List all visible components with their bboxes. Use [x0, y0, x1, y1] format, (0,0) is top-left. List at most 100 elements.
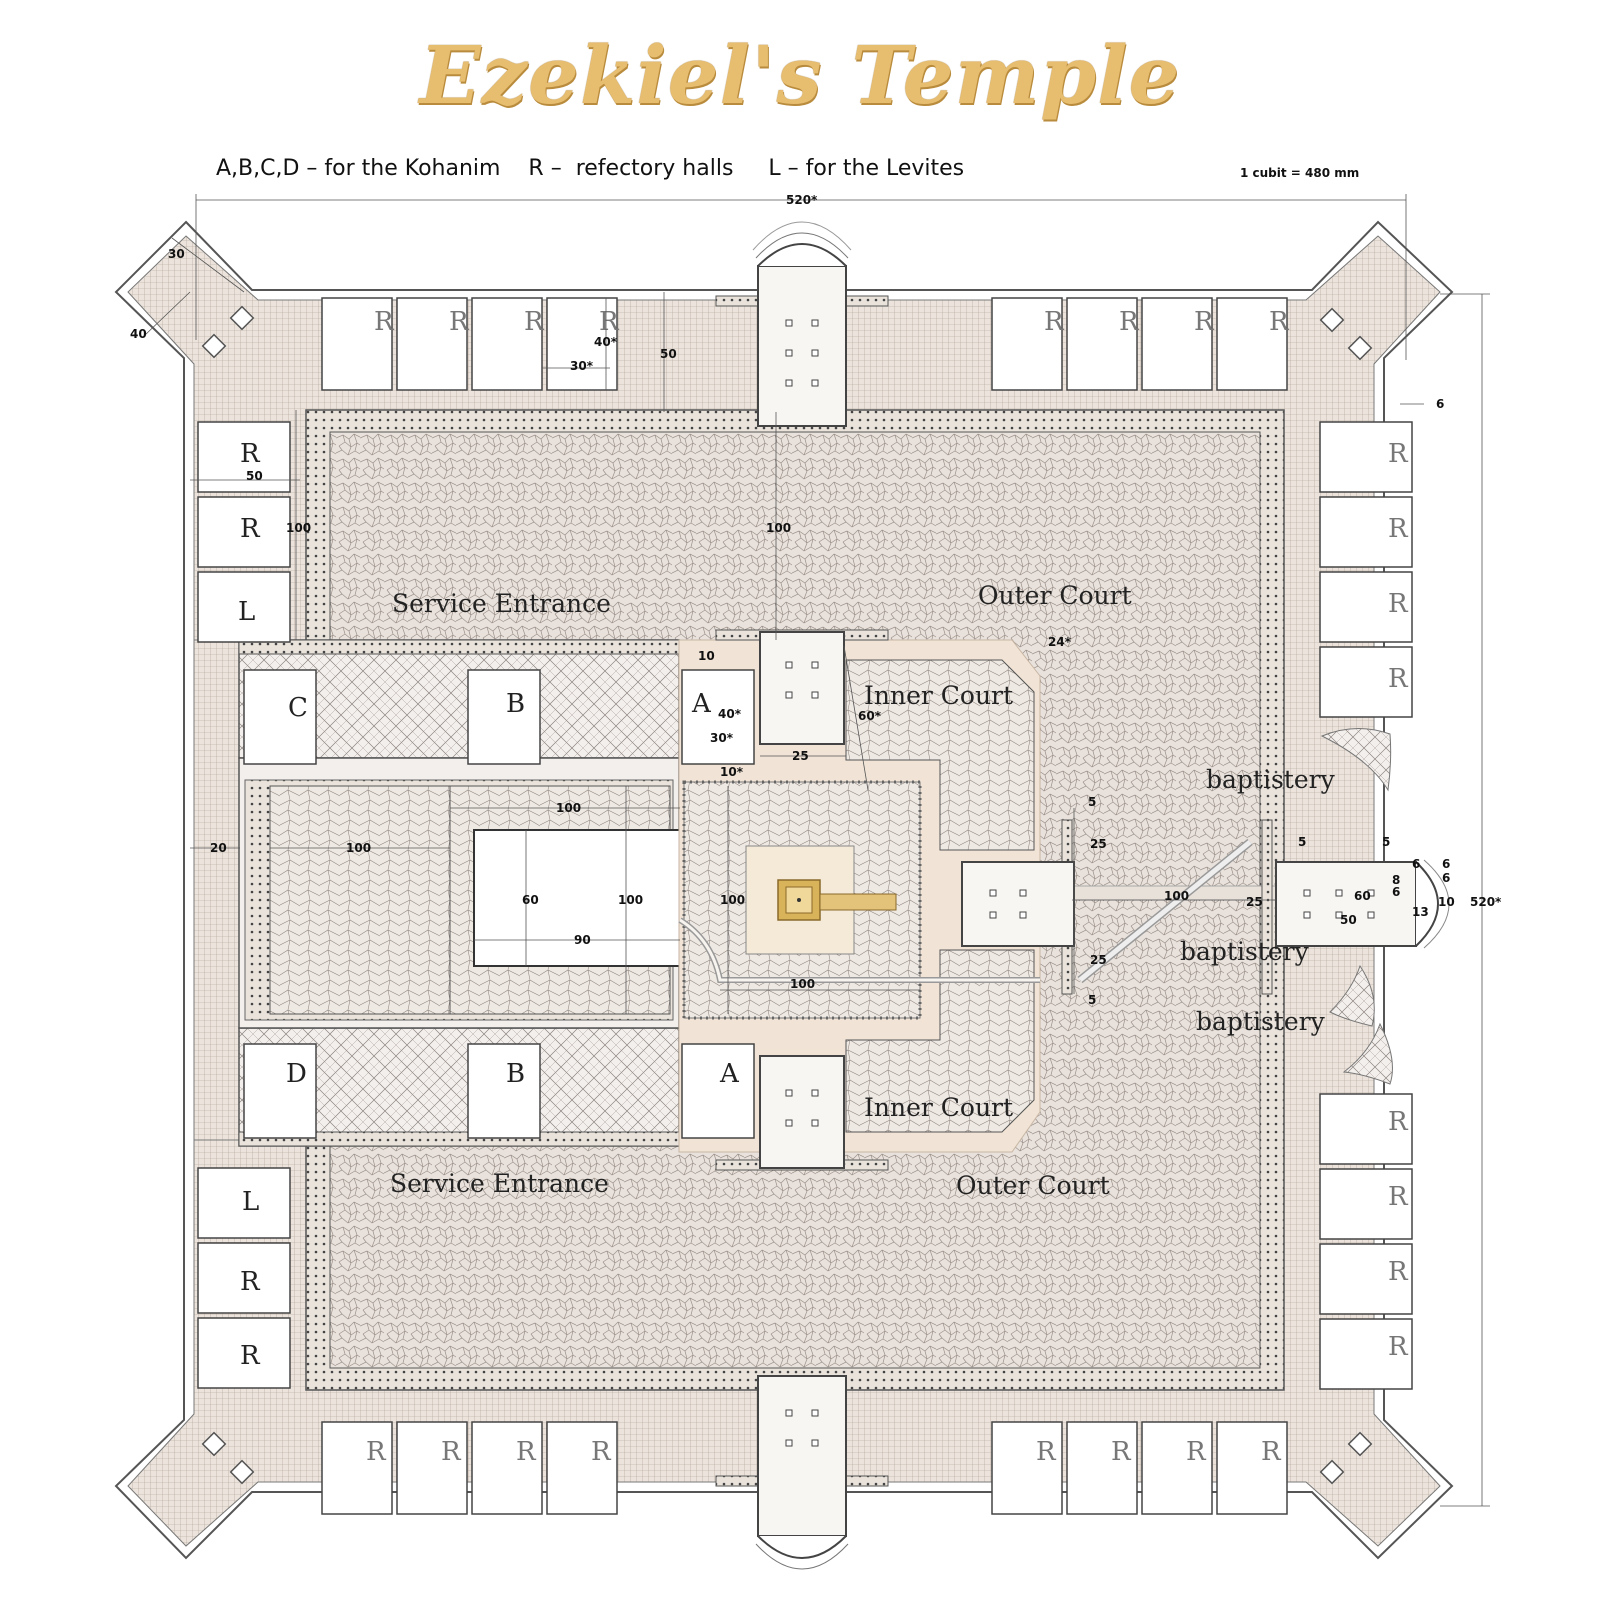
dim-label: 50 [1340, 913, 1357, 927]
room-label: R [1261, 1437, 1282, 1467]
dim-label: 25 [1246, 895, 1263, 909]
room-label: R [1186, 1437, 1207, 1467]
room-label: R [1388, 1182, 1409, 1212]
room-label: R [441, 1437, 462, 1467]
scale-note: 1 cubit = 480 mm [1240, 166, 1360, 180]
dim-label: 5 [1382, 835, 1390, 849]
room-label: R [1269, 307, 1290, 337]
room-label: R [1036, 1437, 1057, 1467]
altar-court-dotted-edge [682, 780, 922, 1020]
room-label: L [238, 597, 255, 627]
room-label: R [1194, 307, 1215, 337]
dim-label: 100 [556, 801, 581, 815]
room-label: R [516, 1437, 537, 1467]
room-label: R [240, 514, 261, 544]
upper-chamber-band [238, 639, 680, 655]
outer-court-label: Outer Court [956, 1171, 1110, 1200]
dim-label: 6 [1442, 871, 1450, 885]
room-label: R [1119, 307, 1140, 337]
room-label: R [1388, 1107, 1409, 1137]
dim-label: 5 [1088, 795, 1096, 809]
east-outer-gate [1261, 819, 1450, 995]
inner-court-label: Inner Court [864, 1093, 1013, 1122]
dim-label: 40* [594, 335, 618, 349]
dim-label: 60 [1354, 889, 1371, 903]
dim-label: 10 [1438, 895, 1455, 909]
dim-label: 100 [1164, 889, 1189, 903]
dim-label: 6 [1442, 857, 1450, 871]
room-label: R [449, 307, 470, 337]
dim-label: 8 [1392, 873, 1400, 887]
dim-label: 100 [766, 521, 791, 535]
dim-label: 6 [1436, 397, 1444, 411]
room-label: A [691, 689, 712, 719]
inner-court-south [845, 949, 1035, 1133]
dim-label: 30* [570, 359, 594, 373]
room-label: A [719, 1059, 740, 1089]
dim-label: 50 [660, 347, 677, 361]
baptistery-label: baptistery [1180, 937, 1310, 966]
room-labels: R R R R R R R R R R R R R R R R R R L L … [238, 307, 1409, 1467]
dim-label: 24* [1048, 635, 1072, 649]
south-inner-gate [715, 1055, 889, 1171]
refectory-halls [197, 297, 1413, 1515]
sanctuary-building [473, 829, 681, 967]
dim-label: 5 [1298, 835, 1306, 849]
holy-of-holies-court [269, 785, 451, 1015]
dim-label: 100 [618, 893, 643, 907]
dim-label: 25 [1090, 837, 1107, 851]
room-label: B [506, 1059, 525, 1089]
service-entrance-label: Service Entrance [390, 1169, 609, 1198]
baptistery-label: baptistery [1206, 765, 1336, 794]
dim-label: 100 [790, 977, 815, 991]
dim-label: 5 [1088, 993, 1096, 1007]
dim-label: 6 [1392, 885, 1400, 899]
tower-marks [201, 305, 1373, 1485]
room-label: D [286, 1059, 307, 1089]
room-label: R [1388, 664, 1409, 694]
room-label: B [506, 689, 525, 719]
dim-label: 50 [246, 469, 263, 483]
room-label: R [1388, 439, 1409, 469]
inner-court-north [845, 659, 1035, 851]
room-label: R [1044, 307, 1065, 337]
room-label: R [1111, 1437, 1132, 1467]
room-label: C [288, 693, 308, 723]
altar [745, 845, 897, 955]
west-grid-zone [193, 639, 240, 1141]
dim-label: 30 [168, 247, 185, 261]
dim-label: 60 [522, 893, 539, 907]
room-label: R [1388, 1257, 1409, 1287]
dim-label: 100 [286, 521, 311, 535]
north-inner-gate [715, 629, 889, 745]
south-outer-gate [715, 1375, 889, 1570]
gate-pillars [785, 319, 1375, 1447]
room-label: R [240, 1267, 261, 1297]
room-label: R [366, 1437, 387, 1467]
dim-label: 40* [718, 707, 742, 721]
dim-label: 40 [130, 327, 147, 341]
room-label: L [242, 1187, 259, 1217]
service-entrance-label: Service Entrance [392, 589, 611, 618]
dim-label: 520* [1470, 895, 1502, 909]
room-label: R [599, 307, 620, 337]
room-label: R [374, 307, 395, 337]
dim-label: 25 [792, 749, 809, 763]
outer-court-label: Outer Court [978, 581, 1132, 610]
area-labels: Service Entrance Service Entrance Outer … [390, 581, 1336, 1200]
dimension-labels: 520* 520* 30 40 40* 30* 50 6 50 100 100 … [130, 193, 1502, 1007]
room-label: R [240, 1341, 261, 1371]
inner-court-label: Inner Court [864, 681, 1013, 710]
east-inner-gate [961, 819, 1075, 995]
dim-label: 90 [574, 933, 591, 947]
north-outer-gate [715, 221, 889, 427]
dim-label: 13 [1412, 905, 1429, 919]
legend: A,B,C,D – for the Kohanim R – refectory … [216, 156, 965, 181]
room-label: R [1388, 514, 1409, 544]
dim-label: 520* [786, 193, 818, 207]
dim-label: 10* [720, 765, 744, 779]
dim-label: 100 [720, 893, 745, 907]
dim-label: 100 [346, 841, 371, 855]
dim-label: 30* [710, 731, 734, 745]
